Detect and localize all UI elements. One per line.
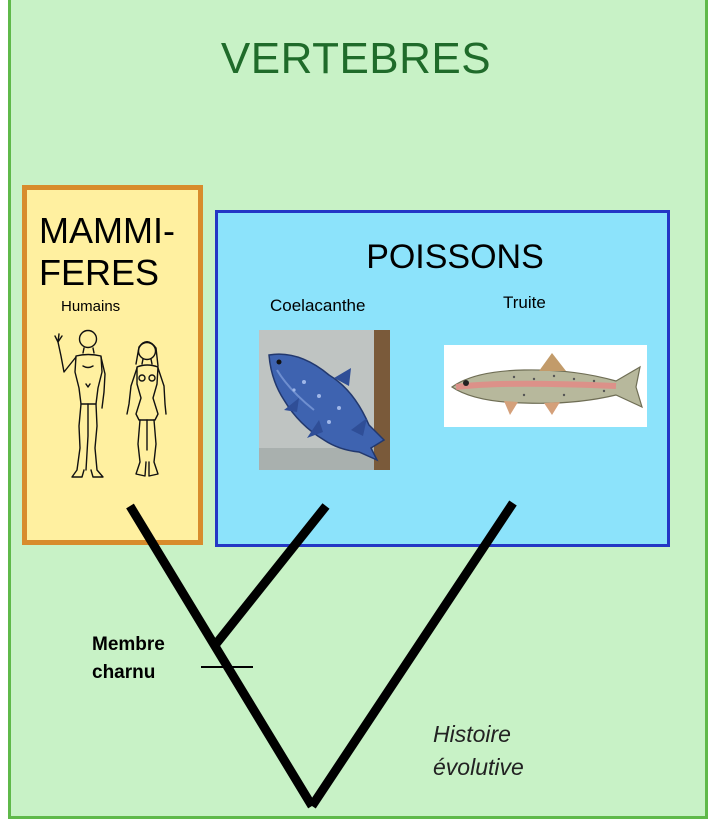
mammals-title-line-1: MAMMI- (39, 210, 175, 251)
mammals-title-line-2: FERES (39, 252, 160, 294)
evolution-axis-line-1: Histoire (433, 721, 511, 747)
mammals-title: MAMMI- FERES (39, 210, 199, 294)
evolution-axis-line-2: évolutive (433, 754, 524, 781)
tree-branch-coelacanth (212, 503, 330, 647)
evolution-axis-label: Histoire évolutive (433, 718, 524, 785)
character-label: Membre charnu (92, 631, 165, 686)
tree-branch-trout (308, 500, 517, 809)
vertebrates-title: VERTEBRES (220, 34, 492, 83)
trout-illustration (444, 345, 647, 427)
character-label-line-2: charnu (92, 661, 156, 683)
coelacanth-label: Coelacanthe (270, 296, 366, 315)
humans-label: Humains (61, 298, 121, 315)
tree-branch-humans (126, 503, 316, 809)
coelacanth-photo (259, 330, 390, 470)
fish-title: POISSONS (366, 238, 544, 276)
character-label-line-1: Membre (92, 634, 165, 655)
trout-label: Truite (503, 293, 546, 312)
mammals-group-box: MAMMI- FERES Humains (22, 185, 203, 545)
